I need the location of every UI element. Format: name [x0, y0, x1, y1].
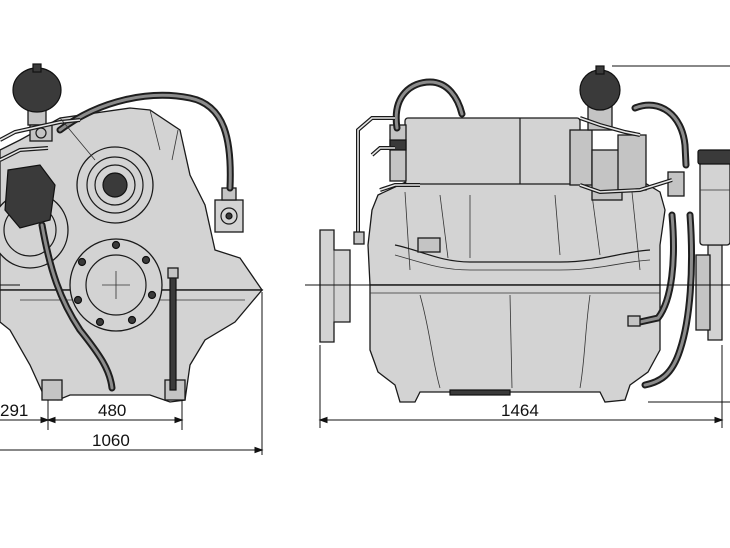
dimension-label-1060: 1060: [92, 431, 130, 450]
front-dipstick: [169, 274, 177, 391]
dimension-label-291: 291: [0, 401, 28, 420]
front-left-foot: [41, 379, 63, 401]
side-accumulator: [579, 69, 621, 111]
front-accumulator: [12, 67, 62, 113]
front-shaft-end: [102, 172, 128, 198]
side-view: [319, 65, 730, 403]
dimension-label-480: 480: [98, 401, 126, 420]
front-base: [0, 289, 264, 403]
side-lower-housing: [369, 284, 661, 403]
side-input-flange: [319, 229, 351, 343]
side-valve-body: [404, 117, 581, 185]
dimension-label-1464: 1464: [501, 401, 539, 420]
dimension-lines: [0, 65, 730, 455]
front-view: [0, 63, 264, 403]
side-oil-filter: [699, 154, 730, 246]
front-control-block: [4, 164, 56, 229]
